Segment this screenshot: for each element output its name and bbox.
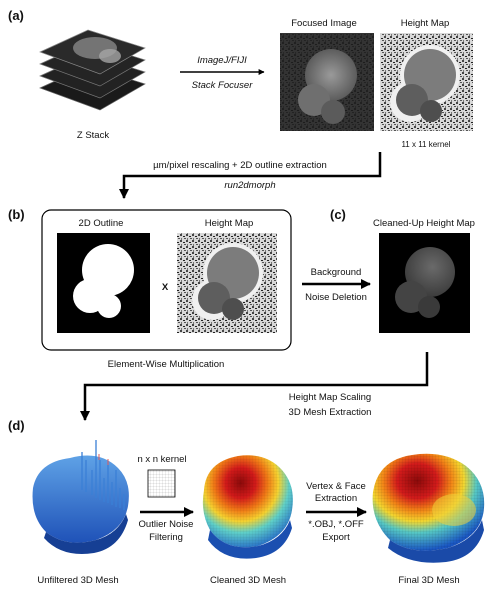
background-label: Background: [311, 267, 362, 278]
final-label: Final 3D Mesh: [398, 575, 459, 586]
mesh-extraction-label: 3D Mesh Extraction: [289, 407, 372, 418]
unfiltered-label: Unfiltered 3D Mesh: [37, 575, 118, 586]
height-map-a: [380, 33, 473, 131]
cleaned-mesh: [202, 455, 293, 559]
times-symbol: X: [162, 282, 169, 293]
kernel-grid-icon: [147, 469, 176, 498]
imagej-label: ImageJ/FIJI: [197, 55, 247, 66]
vertex-label-2: Extraction: [315, 493, 357, 504]
kernel-note: 11 x 11 kernel: [401, 140, 450, 149]
rescaling-label: µm/pixel rescaling + 2D outline extracti…: [153, 160, 327, 171]
panel-label-c: (c): [330, 207, 346, 222]
vertex-label-1: Vertex & Face: [306, 481, 366, 492]
kernel-label-d: n x n kernel: [137, 454, 186, 465]
z-stack-illustration: [39, 29, 146, 111]
multiplication-caption: Element-Wise Multiplication: [108, 359, 225, 370]
panel-label-d: (d): [8, 418, 25, 433]
outlier-label-2: Filtering: [149, 532, 183, 543]
focused-image: [280, 33, 374, 131]
cleaned-height-map: [379, 233, 470, 333]
panel-label-a: (a): [8, 8, 24, 23]
height-map-title-a: Height Map: [401, 18, 450, 29]
height-map-title-b: Height Map: [205, 218, 254, 229]
panel-label-b: (b): [8, 207, 25, 222]
outlier-label-1: Outlier Noise: [139, 519, 194, 530]
scaling-label: Height Map Scaling: [289, 392, 371, 403]
cleaned-height-title: Cleaned-Up Height Map: [373, 218, 475, 229]
export-label-1: *.OBJ, *.OFF: [308, 519, 364, 530]
final-mesh: [372, 453, 485, 563]
down-arrow-c-to-d: [80, 352, 429, 421]
run2dmorph-label: run2dmorph: [224, 180, 275, 191]
export-label-2: Export: [322, 532, 350, 543]
z-stack-label: Z Stack: [77, 130, 109, 141]
cleaned-label: Cleaned 3D Mesh: [210, 575, 286, 586]
down-arrow-a-to-b: [119, 152, 382, 199]
focused-image-title: Focused Image: [291, 18, 356, 29]
multiplication-box: [41, 209, 292, 351]
stack-focuser-label: Stack Focuser: [192, 80, 254, 91]
noise-deletion-label: Noise Deletion: [305, 292, 367, 303]
unfiltered-mesh: [32, 440, 129, 554]
height-map-b: [177, 233, 277, 333]
outline-image: [57, 233, 150, 333]
outline-title: 2D Outline: [79, 218, 124, 229]
